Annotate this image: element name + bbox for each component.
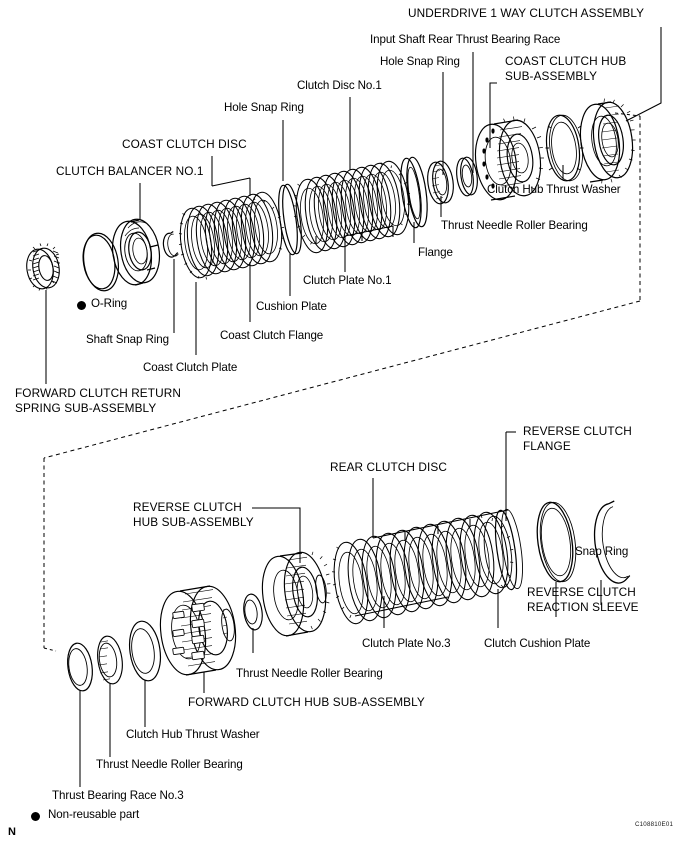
label-reverse-clutch-hub-line2: HUB SUB-ASSEMBLY	[133, 515, 254, 529]
rear-clutch-disc-stack	[331, 511, 514, 625]
label-flange: Flange	[418, 246, 453, 259]
label-snap-ring: Snap Ring	[575, 545, 629, 558]
label-hole-snap-ring-upper-right: Hole Snap Ring	[380, 55, 460, 68]
label-coast-clutch-hub-sub-assembly-line2: SUB-ASSEMBLY	[505, 69, 598, 83]
o-ring-nonreusable-dot-icon	[77, 301, 86, 310]
label-o-ring: O-Ring	[91, 297, 128, 310]
input-shaft-rear-thrust-bearing-race-part	[456, 156, 478, 197]
label-reverse-clutch-reaction-sleeve-line1: REVERSE CLUTCH	[527, 585, 636, 599]
label-hole-snap-ring-left: Hole Snap Ring	[224, 101, 304, 114]
label-clutch-plate-no3: Clutch Plate No.3	[362, 637, 451, 650]
label-clutch-disc-no1: Clutch Disc No.1	[297, 79, 382, 92]
thrust-needle-roller-bearing-mid-part	[243, 593, 263, 631]
label-clutch-balancer-no1: CLUTCH BALANCER NO.1	[56, 164, 204, 178]
label-input-shaft-rear-thrust-bearing-race: Input Shaft Rear Thrust Bearing Race	[370, 33, 561, 46]
label-thrust-needle-roller-bearing-upper: Thrust Needle Roller Bearing	[441, 219, 588, 232]
flange-part	[400, 156, 428, 229]
upper-leader-lines	[45, 27, 662, 384]
forward-clutch-hub-sub-assembly-part	[159, 585, 237, 676]
label-forward-clutch-return-spring-line1: FORWARD CLUTCH RETURN	[15, 386, 181, 400]
thrust-needle-roller-bearing-lower-part	[97, 635, 123, 685]
clutch-cushion-plate-part	[483, 515, 513, 589]
label-thrust-needle-roller-bearing-mid: Thrust Needle Roller Bearing	[236, 667, 383, 680]
label-underdrive-1-way-clutch-assembly: UNDERDRIVE 1 WAY CLUTCH ASSEMBLY	[408, 6, 645, 20]
label-coast-clutch-plate: Coast Clutch Plate	[143, 361, 238, 374]
shaft-snap-ring-part	[162, 230, 179, 258]
label-forward-clutch-return-spring-line2: SPRING SUB-ASSEMBLY	[15, 401, 157, 415]
figure-code: C108810E01	[635, 821, 674, 828]
hole-snap-ring-mid-part	[278, 183, 302, 256]
nonreusable-legend-dot-icon	[31, 812, 40, 821]
dashed-link-frame	[43, 116, 641, 648]
label-cushion-plate: Cushion Plate	[256, 300, 327, 313]
clutch-hub-thrust-washer-lower-part	[128, 620, 162, 682]
label-thrust-bearing-race-no3: Thrust Bearing Race No.3	[52, 789, 184, 802]
label-reverse-clutch-flange-line2: FLANGE	[523, 439, 571, 453]
underdrive-1-way-clutch-assembly-part	[579, 98, 636, 184]
label-coast-clutch-hub-sub-assembly-line1: COAST CLUTCH HUB	[505, 54, 627, 68]
label-coast-clutch-disc: COAST CLUTCH DISC	[122, 137, 247, 151]
label-coast-clutch-flange: Coast Clutch Flange	[220, 329, 324, 342]
o-ring-part	[82, 232, 119, 292]
label-shaft-snap-ring: Shaft Snap Ring	[86, 333, 169, 346]
reverse-clutch-reaction-sleeve-part	[536, 501, 577, 583]
label-rear-clutch-disc: REAR CLUTCH DISC	[330, 460, 447, 474]
label-reverse-clutch-reaction-sleeve-line2: REACTION SLEEVE	[527, 600, 639, 614]
clutch-hub-thrust-washer-upper-part	[545, 114, 584, 182]
lower-leader-lines	[79, 431, 602, 787]
label-reverse-clutch-hub-line1: REVERSE CLUTCH	[133, 500, 242, 514]
label-clutch-hub-thrust-washer-lower: Clutch Hub Thrust Washer	[126, 728, 260, 741]
thrust-bearing-race-no3-part	[67, 642, 93, 692]
coast-clutch-disc-stack	[178, 191, 285, 280]
corner-mark-n: N	[8, 826, 16, 838]
label-reverse-clutch-flange-line1: REVERSE CLUTCH	[523, 424, 632, 438]
clutch-disc-no1-stack	[292, 160, 411, 254]
label-clutch-cushion-plate: Clutch Cushion Plate	[484, 637, 591, 650]
coast-clutch-hub-sub-assembly-part	[474, 116, 544, 201]
label-clutch-plate-no1: Clutch Plate No.1	[303, 274, 392, 287]
clutch-balancer-no1-part	[111, 218, 161, 286]
legend-nonreusable-part-text: Non-reusable part	[48, 808, 140, 821]
label-clutch-hub-thrust-washer-upper: Clutch Hub Thrust Washer	[487, 183, 621, 196]
label-thrust-needle-roller-bearing-lower: Thrust Needle Roller Bearing	[96, 758, 243, 771]
forward-clutch-return-spring-part	[26, 243, 60, 291]
label-forward-clutch-hub-sub-assembly: FORWARD CLUTCH HUB SUB-ASSEMBLY	[188, 695, 425, 709]
reverse-clutch-hub-sub-assembly-part	[261, 551, 331, 637]
snap-ring-part	[593, 500, 631, 584]
